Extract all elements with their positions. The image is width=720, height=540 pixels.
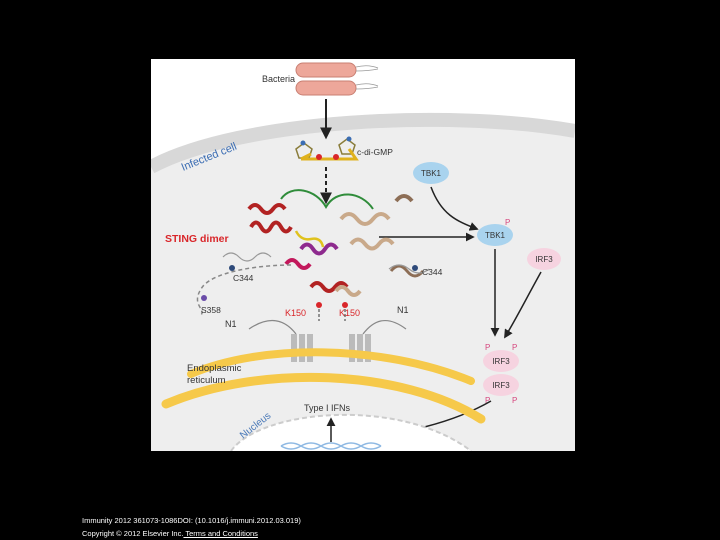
k150-left-marker [316,302,322,308]
k150-right-label: K150 [339,308,360,318]
n1-left-label: N1 [225,319,237,329]
type1-ifns-label: Type I IFNs [304,403,351,413]
s358-label: S358 [201,305,221,315]
irf3-dimer-label-top: IRF3 [492,357,510,366]
sting-pathway-figure: Infected cell Bacteria c-di-GMP TBK1 TBK… [151,59,575,451]
sting-dimer-label: STING dimer [165,233,229,245]
c344-right-marker [412,265,418,271]
er-label-line1: Endoplasmic [187,363,242,374]
tbk1-phospho-mark: P [505,218,510,227]
c344-left-label: C344 [233,273,254,283]
irf3-dimer-label-bottom: IRF3 [492,381,510,390]
irf3-free-label: IRF3 [535,255,553,264]
er-label-line2: reticulum [187,375,226,386]
citation-line2: Copyright © 2012 Elsevier Inc. Terms and… [82,529,258,538]
n1-right-label: N1 [397,305,409,315]
tbk1-free-label: TBK1 [421,169,442,178]
k150-left-label: K150 [285,308,306,318]
copyright-text: Copyright © 2012 Elsevier Inc. [82,529,183,538]
tbk1-phosphorylated-label: TBK1 [485,231,506,240]
terms-link[interactable]: Terms and Conditions [183,529,257,538]
s358-marker [201,295,207,301]
irf3-phospho-mark-2: P [512,343,517,352]
bacteria-label: Bacteria [262,74,295,84]
irf3-phospho-mark-4: P [512,396,517,405]
cdigmp-label: c-di-GMP [357,147,393,157]
irf3-phospho-mark-1: P [485,343,490,352]
figure-canvas: Infected cell Bacteria c-di-GMP TBK1 TBK… [151,59,575,451]
c344-right-label: C344 [422,267,443,277]
c344-left-marker [229,265,235,271]
citation-line1: Immunity 2012 361073-1086DOI: (10.1016/j… [82,516,301,525]
